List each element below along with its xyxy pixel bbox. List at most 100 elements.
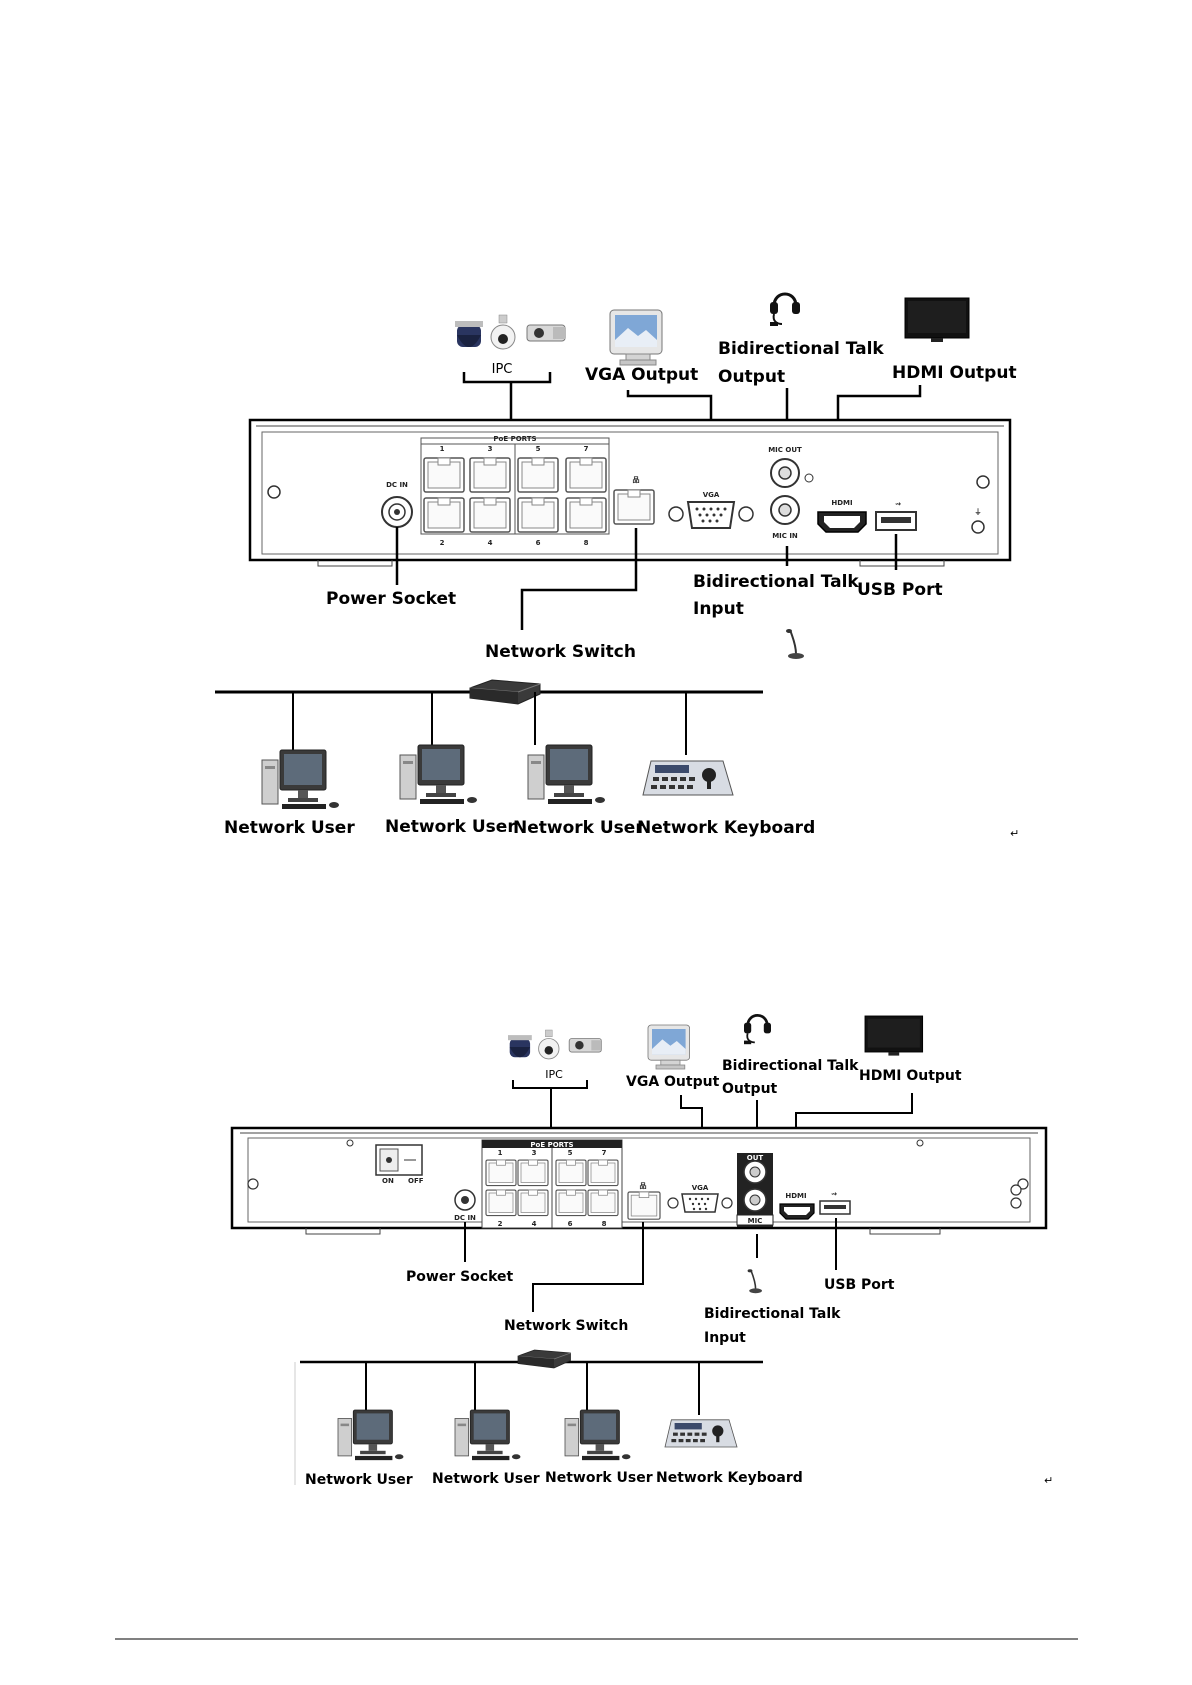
- rj45-port: [469, 497, 511, 533]
- rj45-port: [587, 1189, 619, 1217]
- vga-output-label: VGA Output: [626, 1074, 720, 1090]
- lan-port: [627, 1191, 661, 1220]
- rj45-port: [469, 457, 511, 493]
- hdmi-tv-icon: [904, 297, 970, 343]
- poe-ports-label: PoE PORTS: [493, 435, 536, 443]
- client-label: Network User: [305, 1472, 413, 1488]
- talk-output-label-line1: Bidirectional Talk: [718, 339, 884, 359]
- ipc-label: IPC: [492, 362, 513, 377]
- vga-port: [668, 501, 754, 529]
- lan-icon: 品: [640, 1181, 647, 1190]
- network-switch-icon: [517, 1349, 571, 1369]
- port-num: 5: [568, 1149, 573, 1157]
- rj45-port: [485, 1189, 517, 1217]
- hdmi-logo: HDMI: [831, 499, 852, 507]
- rj45-port: [565, 457, 607, 493]
- dc-in-label: DC IN: [386, 481, 408, 489]
- network-keyboard-icon: [664, 1419, 738, 1448]
- port-num: 4: [532, 1220, 537, 1228]
- network-user-pc-icon: [261, 749, 340, 810]
- headset-icon: [768, 292, 802, 328]
- mic-in-label: MIC IN: [772, 532, 798, 540]
- rj45-port: [423, 457, 465, 493]
- talk-input-label-line2: Input: [704, 1330, 746, 1346]
- port-num: 3: [488, 445, 493, 453]
- ground-icon: ⏚: [975, 508, 982, 516]
- rj45-port: [517, 497, 559, 533]
- network-user-pc-icon: [454, 1409, 521, 1461]
- port-num: 5: [536, 445, 541, 453]
- microphone-icon: [785, 628, 805, 660]
- ground-screw: [1010, 1184, 1022, 1196]
- rj45-port: [517, 457, 559, 493]
- network-switch-icon: [469, 679, 541, 705]
- vga-port: [667, 1193, 733, 1213]
- headset-icon: [742, 1014, 773, 1046]
- client-label: Network User: [432, 1471, 540, 1487]
- rj45-port: [517, 1189, 549, 1217]
- usb-icon: ⇝: [895, 500, 901, 508]
- rj45-port: [485, 1159, 517, 1187]
- port-num: 4: [488, 539, 493, 547]
- rj45-port: [423, 497, 465, 533]
- diagram-1: IPC VGA Output Bidirectional Talk Output…: [215, 292, 1019, 840]
- client-label: Network User: [385, 817, 516, 837]
- vga-label: VGA: [703, 491, 720, 499]
- talk-output-label-line2: Output: [718, 367, 785, 387]
- ground-screw: [971, 520, 985, 534]
- vga-label: VGA: [692, 1184, 709, 1192]
- ipc-cameras-icon: [507, 1029, 602, 1060]
- hdmi-tv-icon: [864, 1015, 924, 1057]
- talk-output-label-line2: Output: [722, 1081, 778, 1097]
- poe-ports-label: PoE PORTS: [530, 1141, 573, 1149]
- microphone-icon: [746, 1268, 763, 1295]
- ipc-cameras-icon: [454, 314, 566, 350]
- usb-port-label: USB Port: [824, 1277, 895, 1293]
- poe-port-block-1: PoE PORTS 1 3 5 7 2 4 6 8: [420, 435, 610, 547]
- port-num: 1: [440, 445, 445, 453]
- network-switch-label: Network Switch: [504, 1318, 628, 1334]
- ipc-label: IPC: [545, 1068, 563, 1081]
- hdmi-output-label: HDMI Output: [859, 1068, 962, 1084]
- paragraph-mark: ↵: [1010, 827, 1019, 840]
- network-user-pc-icon: [399, 744, 478, 805]
- rj45-port: [587, 1159, 619, 1187]
- port-num: 2: [440, 539, 445, 547]
- rj45-port: [555, 1159, 587, 1187]
- talk-input-label-line1: Bidirectional Talk: [693, 572, 859, 592]
- talk-input-label-line1: Bidirectional Talk: [704, 1306, 841, 1322]
- network-user-pc-icon: [337, 1409, 404, 1461]
- paragraph-mark: ↵: [1044, 1474, 1053, 1487]
- talk-input-label-line2: Input: [693, 599, 744, 619]
- port-num: 6: [536, 539, 541, 547]
- mic-label: MIC: [748, 1217, 763, 1225]
- rj45-port: [555, 1189, 587, 1217]
- usb-icon: ⇝: [831, 1190, 837, 1198]
- port-num: 8: [602, 1220, 607, 1228]
- hdmi-output-label: HDMI Output: [892, 363, 1017, 383]
- vga-monitor-icon: [647, 1024, 690, 1070]
- hdmi-logo: HDMI: [785, 1192, 806, 1200]
- network-user-pc-icon: [564, 1409, 631, 1461]
- power-socket-label: Power Socket: [406, 1269, 514, 1285]
- lan-port: [613, 489, 655, 525]
- client-label: Network User: [224, 818, 355, 838]
- port-num: 2: [498, 1220, 503, 1228]
- network-switch-label: Network Switch: [485, 642, 636, 662]
- client-label: Network User: [545, 1470, 653, 1486]
- port-num: 7: [584, 445, 589, 453]
- talk-output-label-line1: Bidirectional Talk: [722, 1058, 859, 1074]
- mic-out-label: MIC OUT: [768, 446, 802, 454]
- network-connector: [532, 1222, 644, 1312]
- client-label: Network User: [513, 818, 644, 838]
- network-user-pc-icon: [527, 744, 606, 805]
- rj45-port: [565, 497, 607, 533]
- power-socket-label: Power Socket: [326, 589, 456, 609]
- off-label: OFF: [408, 1177, 424, 1185]
- network-connector: [520, 528, 638, 630]
- ipc-bracket: [512, 1080, 588, 1089]
- client-label: Network Keyboard: [637, 818, 815, 838]
- out-label: OUT: [747, 1154, 764, 1162]
- port-num: 7: [602, 1149, 607, 1157]
